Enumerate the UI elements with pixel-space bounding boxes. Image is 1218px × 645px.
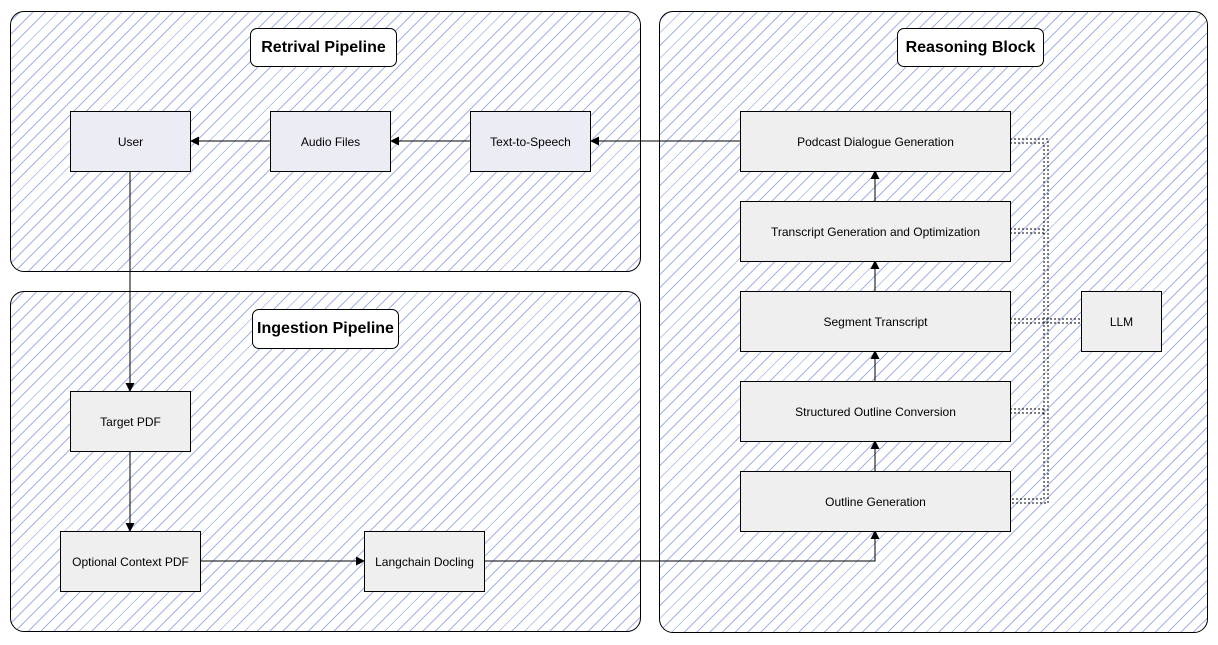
segment-transcript-node[interactable]: Segment Transcript bbox=[740, 291, 1011, 352]
langchain-docling-node[interactable]: Langchain Docling bbox=[364, 531, 485, 592]
text-to-speech-node[interactable]: Text-to-Speech bbox=[470, 111, 591, 172]
podcast-dialogue-generation-node[interactable]: Podcast Dialogue Generation bbox=[740, 111, 1011, 172]
optional-context-pdf-node[interactable]: Optional Context PDF bbox=[60, 531, 201, 592]
target-pdf-node[interactable]: Target PDF bbox=[70, 391, 191, 452]
ingestion-pipeline-title: Ingestion Pipeline bbox=[252, 309, 399, 349]
transcript-generation-node[interactable]: Transcript Generation and Optimization bbox=[740, 201, 1011, 262]
reasoning-block-title: Reasoning Block bbox=[897, 28, 1044, 67]
outline-generation-node[interactable]: Outline Generation bbox=[740, 471, 1011, 532]
audio-files-node[interactable]: Audio Files bbox=[270, 111, 391, 172]
structured-outline-conversion-node[interactable]: Structured Outline Conversion bbox=[740, 381, 1011, 442]
retrieval-pipeline-title: Retrival Pipeline bbox=[250, 28, 397, 67]
user-node[interactable]: User bbox=[70, 111, 191, 172]
llm-node[interactable]: LLM bbox=[1081, 291, 1162, 352]
